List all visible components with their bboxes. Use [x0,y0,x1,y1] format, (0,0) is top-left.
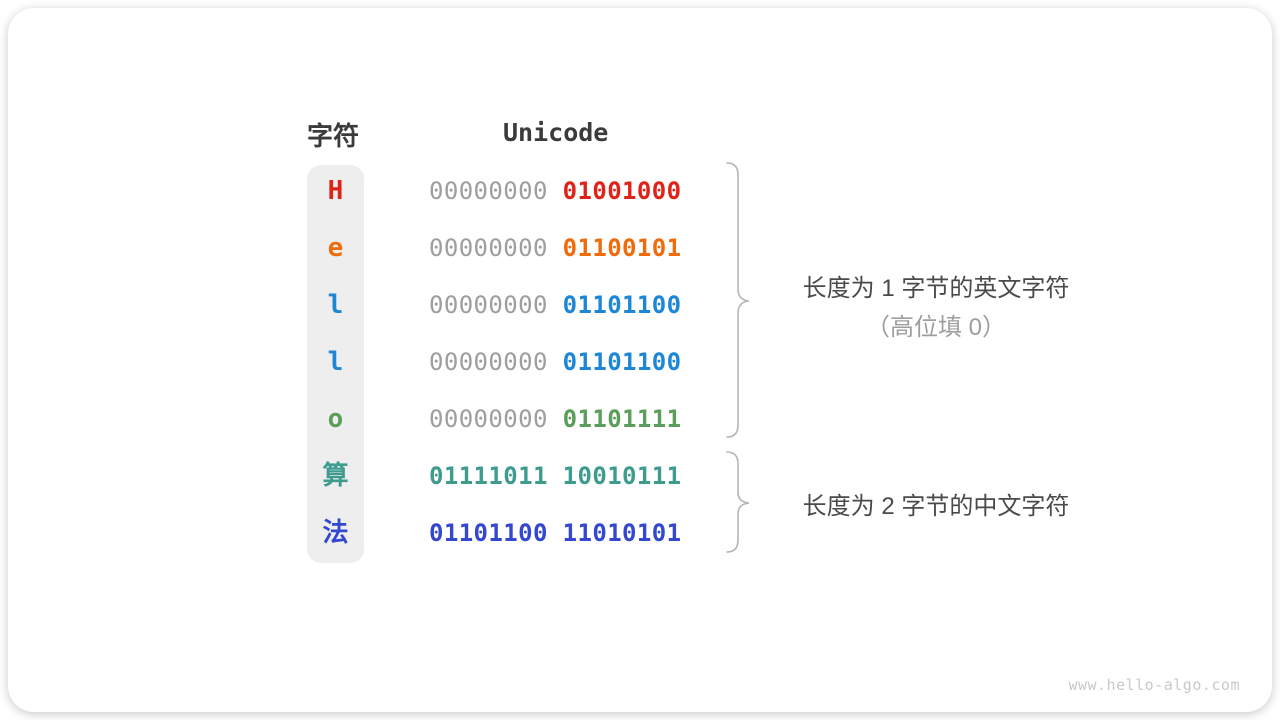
annotation-chinese-chars: 长度为 2 字节的中文字符 [802,493,1070,520]
binary-byte-2: 01100101 [562,234,682,262]
encoding-row: 算 01111011 10010111 [8,448,1272,505]
grouping-braces [726,162,750,553]
watermark-url: www.hello-algo.com [1068,676,1240,694]
diagram-card: 字符 Unicode H 00000000 01001000 e 00000000 0… [8,8,1272,712]
binary-byte-1: 00000000 [429,291,548,319]
binary-byte-2: 01101111 [562,405,682,433]
encoding-row: 法 01101100 11010101 [8,505,1272,562]
character-cell: l [327,347,344,377]
binary-byte-2: 11010101 [562,519,682,547]
encoding-row: l 00000000 01101100 [8,334,1272,391]
binary-byte-1: 00000000 [429,405,548,433]
binary-value: 00000000 01101100 [429,334,681,391]
character-cell: e [327,233,344,263]
binary-byte-2: 01101100 [562,291,682,319]
encoding-row: H 00000000 01001000 [8,163,1272,220]
binary-byte-2: 01001000 [562,177,682,205]
binary-byte-2: 10010111 [562,462,682,490]
annotation-english-chars: 长度为 1 字节的英文字符 [802,275,1070,302]
brace-chinese-group [726,451,750,553]
char-column-background [307,165,364,563]
character-cell: 法 [322,518,349,548]
binary-value: 01101100 11010101 [429,505,681,562]
annotation-high-bits-zero: （高位填 0） [865,314,1006,341]
encoding-row: l 00000000 01101100 [8,277,1272,334]
character-cell: o [327,404,344,434]
binary-byte-2: 01101100 [562,348,682,376]
binary-value: 00000000 01101100 [429,277,681,334]
character-cell: 算 [322,461,349,491]
binary-byte-1: 00000000 [429,234,548,262]
binary-byte-1: 00000000 [429,177,548,205]
character-cell: l [327,290,344,320]
column-header-char: 字符 [307,121,360,151]
encoding-row: o 00000000 01101111 [8,391,1272,448]
character-cell: H [327,176,344,206]
binary-byte-1: 01101100 [429,519,548,547]
binary-value: 00000000 01001000 [429,163,681,220]
binary-value: 01111011 10010111 [429,448,681,505]
binary-byte-1: 01111011 [429,462,548,490]
binary-value: 00000000 01100101 [429,220,681,277]
encoding-row: e 00000000 01100101 [8,220,1272,277]
brace-english-group [726,162,750,438]
binary-byte-1: 00000000 [429,348,548,376]
binary-value: 00000000 01101111 [429,391,681,448]
column-header-unicode: Unicode [503,118,609,147]
